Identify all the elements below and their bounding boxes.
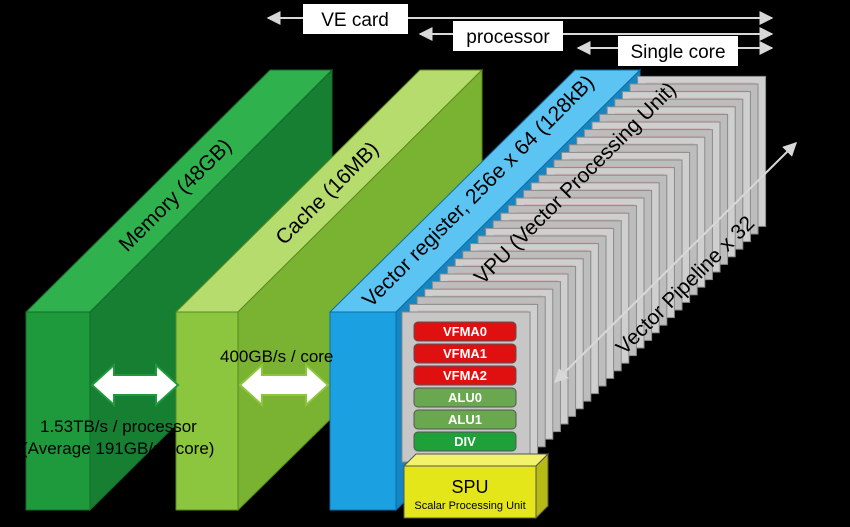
scope-ve-card: VE card — [266, 4, 774, 34]
spu-subtitle: Scalar Processing Unit — [414, 500, 525, 512]
functional-unit-label: VFMA2 — [443, 368, 487, 383]
spu-block: SPU Scalar Processing Unit — [402, 452, 550, 520]
scope-single-core: Single core — [576, 36, 774, 66]
ve-card-label: VE card — [321, 10, 389, 31]
functional-unit: VFMA0 — [413, 321, 517, 342]
functional-unit-label: ALU1 — [448, 412, 482, 427]
functional-unit-label: VFMA1 — [443, 346, 487, 361]
cache-register-bandwidth-arrow — [238, 362, 330, 408]
functional-unit: ALU0 — [413, 387, 517, 408]
cache-register-bandwidth-label: 400GB/s / core — [220, 347, 333, 366]
functional-unit-label: ALU0 — [448, 390, 482, 405]
memory-cache-bandwidth-line2: (Average 191GB/s / core) — [22, 439, 214, 458]
functional-unit: ALU1 — [413, 409, 517, 430]
functional-unit-label: VFMA0 — [443, 324, 487, 339]
memory-cache-bandwidth-arrow — [90, 362, 180, 408]
functional-unit-label: DIV — [454, 434, 476, 449]
functional-unit: VFMA2 — [413, 365, 517, 386]
spu-title: SPU — [451, 477, 488, 497]
single-core-label: Single core — [630, 42, 725, 63]
processor-label: processor — [466, 27, 550, 48]
scope-processor: processor — [418, 21, 774, 51]
functional-unit: VFMA1 — [413, 343, 517, 364]
memory-cache-bandwidth-line1: 1.53TB/s / processor — [40, 417, 197, 436]
functional-unit: DIV — [413, 431, 517, 452]
